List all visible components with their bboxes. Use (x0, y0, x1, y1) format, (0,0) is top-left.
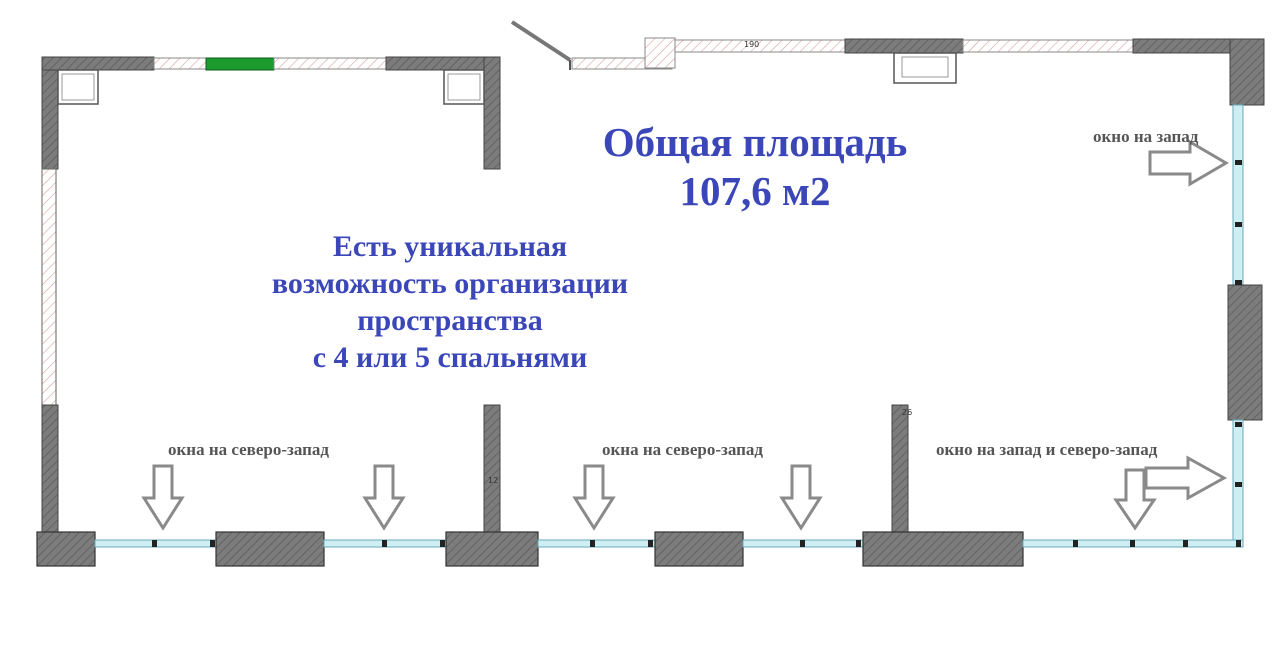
dimension-top-opening: 190 (744, 40, 760, 49)
window-bottom-3 (537, 539, 656, 548)
arrow-down-4 (779, 464, 823, 531)
window-label-northwest-left: окна на северо-запад (168, 440, 330, 459)
arrow-down-5 (1113, 468, 1157, 531)
arrow-down-3 (572, 464, 616, 531)
window-label-west-northwest: окно на запад и северо-запад (936, 440, 1158, 459)
wall-right-pier (1227, 284, 1263, 421)
wall-left-window (41, 168, 57, 406)
arrow-right-1 (1148, 139, 1229, 187)
dimension-partition-right: 26 (902, 408, 913, 417)
pier-4 (654, 531, 744, 567)
arrow-down-2 (362, 464, 406, 531)
shaft-left (57, 69, 99, 105)
wall-top-pink-1 (153, 57, 207, 70)
wall-top-gray-2 (1132, 38, 1234, 54)
wall-top-notch (644, 37, 676, 69)
wall-top-right-segment (385, 56, 501, 71)
promo-line-1: Есть уникальная (332, 230, 568, 263)
wall-corner-top-right (1229, 38, 1265, 106)
wall-top-pink-2 (273, 57, 387, 70)
shaft-right-inner (447, 73, 481, 101)
wall-top-gray-1 (844, 38, 964, 54)
total-area-label: Общая площадь 107,6 м2 (505, 118, 1005, 216)
partition-middle (483, 404, 501, 536)
pier-3 (445, 531, 539, 567)
arrow-down-1 (141, 464, 185, 531)
promo-text: Есть уникальная возможность организации … (200, 228, 700, 376)
shaft-top (893, 52, 957, 84)
partition-right (891, 404, 909, 536)
wall-left-top-left (41, 56, 59, 170)
window-label-west: окно на запад (1093, 127, 1199, 146)
window-right-upper (1232, 104, 1244, 286)
promo-line-2: возможность организации (271, 267, 629, 300)
promo-line-3: пространства (357, 304, 543, 337)
wall-top-left-segment (41, 56, 155, 71)
wall-room-right (483, 56, 501, 170)
wall-top-pink-3 (674, 39, 846, 53)
total-area-value: 107,6 м2 (679, 168, 831, 214)
wall-top-pink-4 (962, 39, 1134, 53)
pier-1 (36, 531, 96, 567)
pier-2 (215, 531, 325, 567)
door-swing (510, 20, 572, 62)
promo-line-4: с 4 или 5 спальнями (312, 341, 588, 374)
window-label-northwest-middle: окна на северо-запад (602, 440, 764, 459)
green-block (205, 57, 275, 71)
shaft-top-inner (901, 56, 949, 78)
total-area-title: Общая площадь (602, 119, 908, 165)
dimension-partition-middle: 12 (488, 476, 499, 485)
pier-5 (862, 531, 1024, 567)
arrows (141, 139, 1229, 531)
shaft-right (443, 69, 485, 105)
arrow-right-2 (1144, 455, 1228, 501)
mullions (152, 160, 1242, 547)
wall-left-bottom (41, 404, 59, 536)
shaft-left-inner (61, 73, 95, 101)
